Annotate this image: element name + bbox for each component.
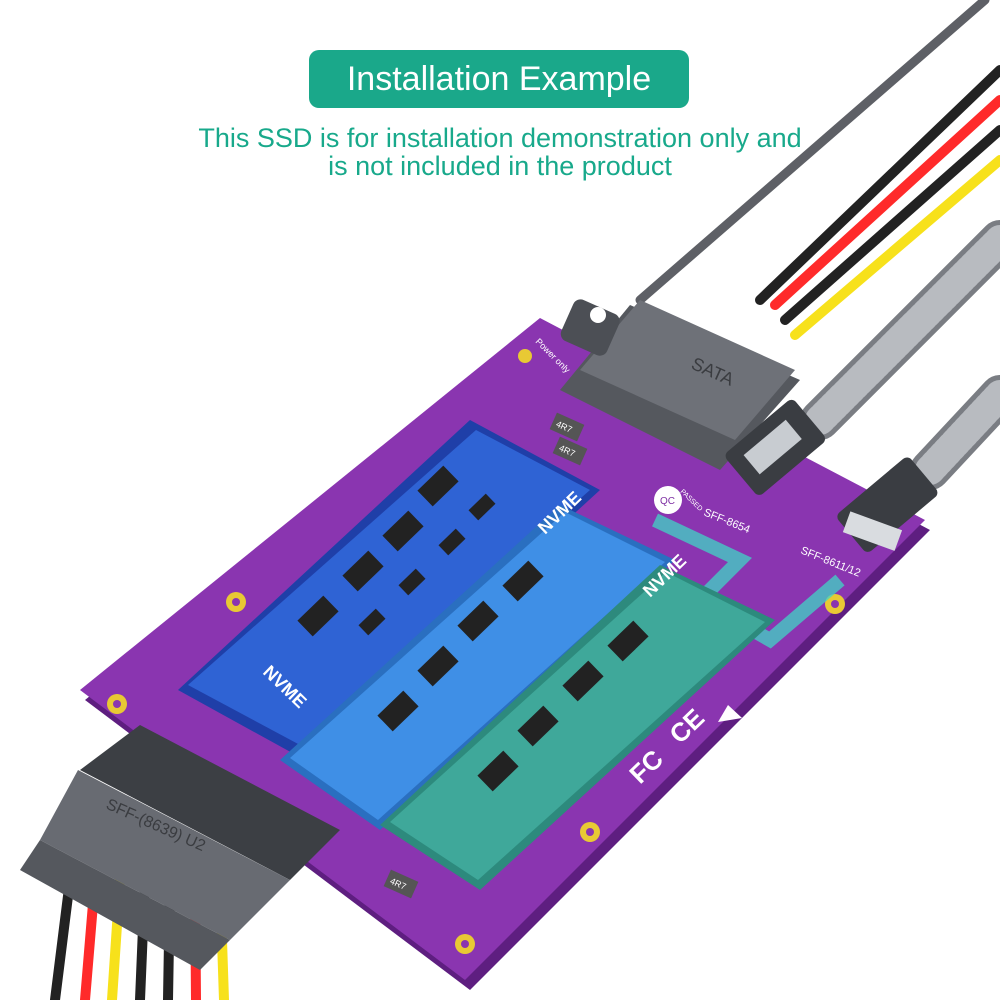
sata-connector: SATA bbox=[560, 300, 800, 470]
data-cables bbox=[800, 220, 1000, 490]
sff8654-connector bbox=[725, 399, 826, 495]
ssd-blue-1: NVME bbox=[178, 420, 600, 760]
warning-icon bbox=[718, 705, 742, 722]
subtitle-line-1: This SSD is for installation demonstrati… bbox=[198, 123, 802, 153]
power-only-connector bbox=[560, 299, 620, 356]
power-cables bbox=[635, 0, 1000, 340]
inductors: 4R7 4R7 4R7 bbox=[383, 412, 588, 899]
u2-connector: SFF-(8639) U2 bbox=[20, 725, 340, 970]
title-banner: Installation Example bbox=[309, 50, 689, 108]
page-title: Installation Example bbox=[346, 59, 652, 98]
qc-label: QC bbox=[660, 496, 675, 507]
ssd-teal: NVME bbox=[380, 550, 775, 890]
subtitle: This SSD is for installation demonstrati… bbox=[150, 124, 850, 180]
sff8611-connector bbox=[837, 457, 938, 552]
ssd-blue-2: NVME bbox=[280, 487, 675, 830]
subtitle-line-2: is not included in the product bbox=[328, 151, 672, 181]
